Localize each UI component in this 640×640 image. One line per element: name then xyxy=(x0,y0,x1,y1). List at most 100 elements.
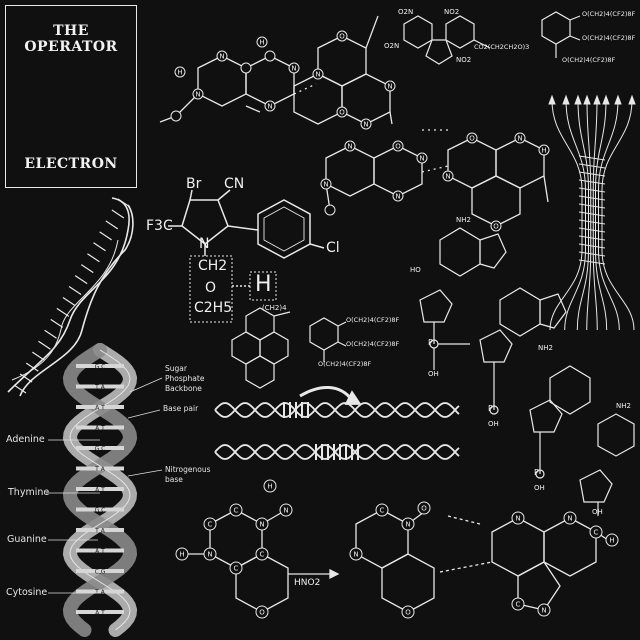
atom-node xyxy=(174,66,186,78)
atom-node xyxy=(255,517,269,531)
label-oh-4: OH xyxy=(592,508,603,516)
label-ho: HO xyxy=(410,266,421,274)
atom-node xyxy=(401,517,415,531)
small-helix-rung xyxy=(99,231,112,241)
atom-node xyxy=(229,561,243,575)
flux-line xyxy=(601,99,635,331)
strand-wave-b xyxy=(214,444,460,460)
atom-node xyxy=(511,597,525,611)
atom-node xyxy=(384,80,396,92)
flux-wrap xyxy=(578,235,606,241)
atom-letter: O xyxy=(405,609,411,617)
atom-node xyxy=(514,132,526,144)
atom-letter: N xyxy=(405,521,410,529)
atom-node xyxy=(490,220,502,232)
purine-pair-top xyxy=(159,15,393,125)
flux-wrap xyxy=(578,227,606,233)
atom-letter: N xyxy=(347,143,352,151)
atom-node xyxy=(336,30,348,42)
label-pyrene-chain-2: O(CH2)4(CF2)8F xyxy=(346,340,400,348)
atom-letter: N xyxy=(283,507,288,515)
label-base-pair: Base pair xyxy=(163,404,199,413)
atom-node xyxy=(256,36,268,48)
atom-node xyxy=(264,100,276,112)
helix-pair-letters: G C xyxy=(95,507,106,514)
label-nh2-top: NH2 xyxy=(456,216,471,224)
atom-node xyxy=(344,140,356,152)
label-base: base xyxy=(165,475,183,484)
purine-pair-middle xyxy=(325,129,549,227)
label-oh-3: OH xyxy=(534,484,545,492)
atom-node xyxy=(255,547,269,561)
atom-node xyxy=(538,144,550,156)
atom-letter: N xyxy=(353,551,358,559)
label-chain-1: O(CH2)4(CF2)8F xyxy=(582,10,636,18)
label-no2-a: NO2 xyxy=(444,8,460,16)
atom-node xyxy=(392,140,404,152)
atom-letter: C xyxy=(208,521,213,529)
atom-letter: O xyxy=(395,143,401,151)
helix-strand-a-edge xyxy=(69,349,131,631)
small-helix-rung xyxy=(105,220,119,230)
large-helix: G CT AA TA TG CT AA TG CT AA TC GT AA T xyxy=(62,343,138,637)
atom-letter: N xyxy=(195,91,200,99)
label-p-1: P xyxy=(428,338,433,347)
small-helix-rung xyxy=(117,198,131,208)
atom-letter: O xyxy=(259,609,265,617)
atom-cf3: F3C xyxy=(146,218,173,234)
label-thymine: Thymine xyxy=(8,487,50,498)
atom-letter: O xyxy=(469,135,475,143)
atom-letter: N xyxy=(323,181,328,189)
atom-node xyxy=(442,170,454,182)
flux-arrow xyxy=(548,94,556,105)
label-pyrene-chain-3: O(CH2)4(CF2)8F xyxy=(318,360,372,368)
strand-wave-b xyxy=(214,402,460,418)
label-cytosine: Cytosine xyxy=(6,587,48,598)
label-reagent: HNO2 xyxy=(294,578,321,588)
atom-node xyxy=(229,503,243,517)
flux-wrap xyxy=(578,155,606,161)
flux-arrow xyxy=(562,94,570,105)
atom-br: Br xyxy=(186,176,202,192)
atom-letter: N xyxy=(419,155,424,163)
small-helix-rung xyxy=(87,253,100,263)
flux-arrow xyxy=(583,94,591,105)
helix-pair-letters: G C xyxy=(95,446,106,453)
label-oh-2: OH xyxy=(488,420,499,428)
atom-node xyxy=(216,50,228,62)
helix-pair-letters: C G xyxy=(95,569,106,576)
atom-node xyxy=(203,517,217,531)
atom-letter: H xyxy=(179,551,184,559)
nucleotide-chain xyxy=(419,227,635,516)
label-adenine: Adenine xyxy=(6,434,45,445)
atom-node xyxy=(279,503,293,517)
atom-letter: N xyxy=(219,53,224,61)
flux-wrap xyxy=(578,259,606,265)
atom-node xyxy=(360,118,372,130)
flux-arrow xyxy=(614,94,622,105)
flux-line xyxy=(595,99,608,331)
label-linker: (CH2)4 xyxy=(262,304,287,312)
atom-letter: N xyxy=(207,551,212,559)
atom-letter: N xyxy=(395,193,400,201)
small-helix-rung xyxy=(32,351,45,361)
label-chain-2: O(CH2)4(CF2)8F xyxy=(582,34,636,42)
atom-letter: N xyxy=(291,65,296,73)
label-phosphate: Phosphate xyxy=(165,374,205,383)
atom-node xyxy=(563,511,577,525)
flux-wrap xyxy=(578,211,606,217)
flux-wrap xyxy=(578,163,606,169)
atom-node xyxy=(170,110,182,122)
label-guanine: Guanine xyxy=(7,534,47,545)
atom-letter: O xyxy=(339,33,345,41)
flux-wrap xyxy=(578,251,606,257)
atom-letter: N xyxy=(363,121,368,129)
label-leaders xyxy=(46,377,163,594)
strand-wave-a xyxy=(214,444,460,460)
dna-strand-cartoons xyxy=(214,386,460,460)
atom-node xyxy=(537,603,551,617)
label-pyrene-chain-1: O(CH2)4(CF2)8F xyxy=(346,316,400,324)
label-no2-b: NO2 xyxy=(456,56,472,64)
atom-letter: N xyxy=(267,103,272,111)
